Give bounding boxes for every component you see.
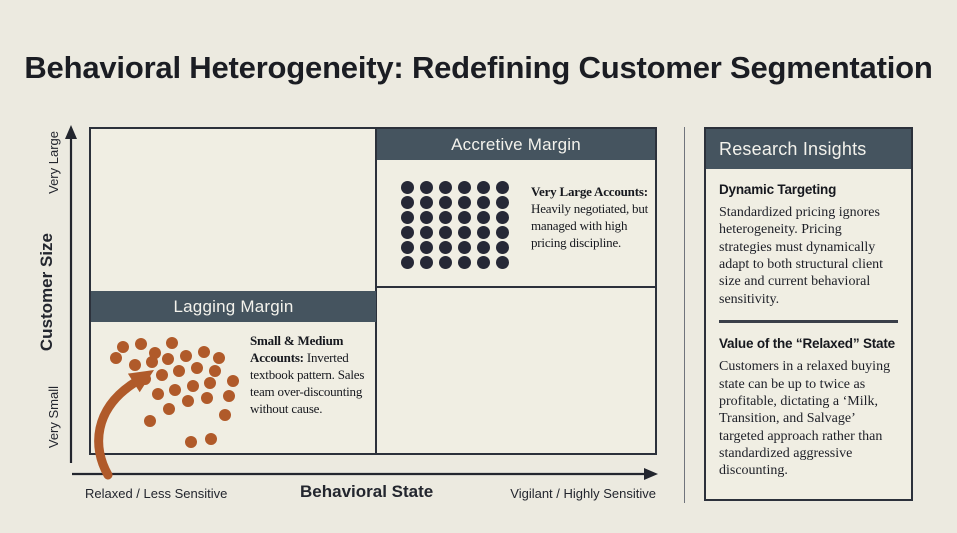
grid-dot xyxy=(477,226,490,239)
accretive-annotation-body: Heavily negotiated, but managed with hig… xyxy=(531,200,649,250)
very-large-accounts-dot-grid xyxy=(401,181,509,269)
scatter-dot xyxy=(219,409,231,421)
grid-dot xyxy=(458,256,471,269)
grid-dot xyxy=(458,211,471,224)
scatter-dot xyxy=(166,337,178,349)
small-medium-accounts-scatter xyxy=(91,129,376,457)
grid-dot xyxy=(420,256,433,269)
grid-dot xyxy=(401,241,414,254)
scatter-dot xyxy=(135,338,147,350)
accretive-margin-header: Accretive Margin xyxy=(377,129,655,160)
panel-divider-line xyxy=(684,127,685,503)
grid-dot xyxy=(401,211,414,224)
grid-dot xyxy=(477,241,490,254)
grid-dot xyxy=(458,241,471,254)
lagging-annotation-lead: Small & Medium Accounts: xyxy=(250,333,344,365)
x-axis-arrow xyxy=(72,468,658,480)
grid-dot xyxy=(420,196,433,209)
x-axis-right-label: Vigilant / Highly Sensitive xyxy=(510,486,656,501)
insight-body-relaxed-state: Customers in a relaxed buying state can … xyxy=(719,359,891,479)
curved-trend-arrow xyxy=(94,370,154,480)
grid-dot xyxy=(458,196,471,209)
grid-dot xyxy=(401,256,414,269)
page-title: Behavioral Heterogeneity: Redefining Cus… xyxy=(24,50,933,85)
scatter-dot xyxy=(173,365,185,377)
lagging-annotation-body: Inverted textbook pattern. Sales team ov… xyxy=(250,349,365,416)
research-insights-body: Dynamic Targeting Standardized pricing i… xyxy=(706,169,911,480)
insight-body-dynamic-targeting: Standardized pricing ignores heterogenei… xyxy=(719,205,884,307)
accretive-annotation: Very Large Accounts: Heavily negotiated,… xyxy=(531,184,659,252)
grid-dot xyxy=(477,196,490,209)
x-axis-title: Behavioral State xyxy=(300,482,434,501)
y-axis-bottom-label: Very Small xyxy=(46,386,61,449)
scatter-dot xyxy=(204,377,216,389)
accretive-annotation-lead: Very Large Accounts: xyxy=(531,184,648,199)
x-axis-left-label: Relaxed / Less Sensitive xyxy=(85,486,228,501)
grid-dot xyxy=(496,241,509,254)
grid-dot xyxy=(496,181,509,194)
scatter-dot xyxy=(187,380,199,392)
x-axis-labels: Relaxed / Less Sensitive Behavioral Stat… xyxy=(0,482,957,505)
grid-dot xyxy=(439,241,452,254)
research-insights-header: Research Insights xyxy=(706,129,911,169)
grid-dot xyxy=(420,241,433,254)
grid-dot xyxy=(496,211,509,224)
grid-dot xyxy=(496,226,509,239)
lagging-margin-header: Lagging Margin xyxy=(91,291,376,322)
grid-dot xyxy=(458,181,471,194)
grid-dot xyxy=(439,226,452,239)
scatter-dot xyxy=(223,390,235,402)
section-divider xyxy=(719,320,898,324)
research-insights-panel: Research Insights Dynamic Targeting Stan… xyxy=(704,127,913,501)
grid-dot xyxy=(420,181,433,194)
scatter-dot xyxy=(201,392,213,404)
y-axis-title: Customer Size xyxy=(37,233,56,352)
grid-dot xyxy=(401,181,414,194)
scatter-dot xyxy=(162,353,174,365)
insight-heading-relaxed-state: Value of the “Relaxed” State xyxy=(719,336,895,352)
scatter-dot xyxy=(169,384,181,396)
scatter-dot xyxy=(227,375,239,387)
grid-dot xyxy=(477,256,490,269)
grid-dot xyxy=(401,226,414,239)
grid-dot xyxy=(420,226,433,239)
scatter-dot xyxy=(152,388,164,400)
grid-dot xyxy=(439,211,452,224)
grid-dot xyxy=(496,196,509,209)
scatter-dot xyxy=(180,350,192,362)
grid-dot xyxy=(439,256,452,269)
scatter-dot xyxy=(209,365,221,377)
y-axis-arrow xyxy=(65,125,77,463)
quadrant-horizontal-divider xyxy=(377,286,655,288)
insight-heading-dynamic-targeting: Dynamic Targeting xyxy=(719,182,837,197)
scatter-dot xyxy=(198,346,210,358)
scatter-dot xyxy=(146,356,158,368)
grid-dot xyxy=(420,211,433,224)
scatter-dot xyxy=(182,395,194,407)
grid-dot xyxy=(477,181,490,194)
grid-dot xyxy=(401,196,414,209)
grid-dot xyxy=(439,196,452,209)
grid-dot xyxy=(477,211,490,224)
scatter-dot xyxy=(117,341,129,353)
scatter-dot xyxy=(156,369,168,381)
quadrant-vertical-divider xyxy=(375,129,377,453)
scatter-dot xyxy=(110,352,122,364)
scatter-dot xyxy=(185,436,197,448)
y-axis-top-label: Very Large xyxy=(46,131,61,194)
grid-dot xyxy=(458,226,471,239)
quadrant-chart: Accretive Margin Lagging Margin Very Lar… xyxy=(89,127,659,480)
lagging-annotation: Small & Medium Accounts: Inverted textbo… xyxy=(250,333,376,417)
grid-dot xyxy=(439,181,452,194)
scatter-dot xyxy=(144,415,156,427)
scatter-dot xyxy=(191,362,203,374)
scatter-dot xyxy=(205,433,217,445)
scatter-dot xyxy=(163,403,175,415)
grid-dot xyxy=(496,256,509,269)
scatter-dot xyxy=(129,359,141,371)
scatter-dot xyxy=(213,352,225,364)
